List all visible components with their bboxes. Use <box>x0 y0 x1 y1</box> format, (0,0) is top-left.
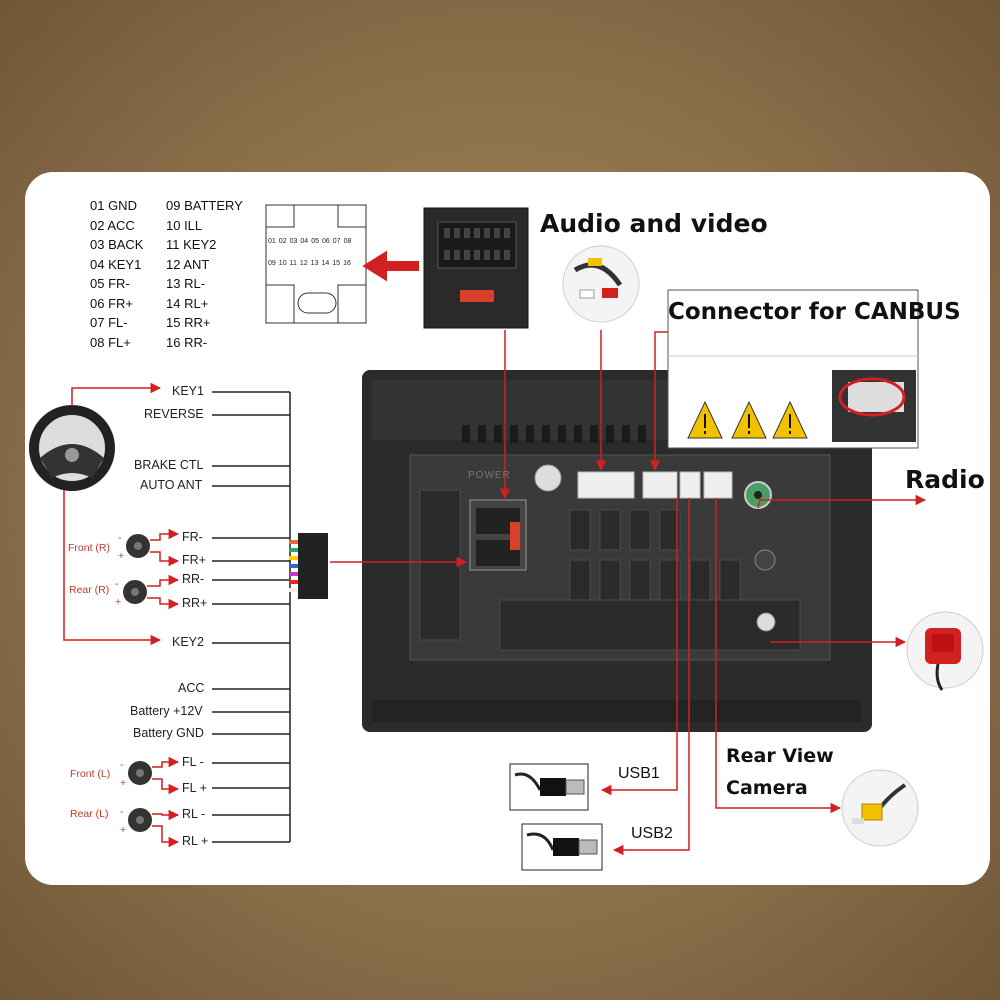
polarity-minus: - <box>120 806 124 818</box>
polarity-minus: - <box>115 578 119 590</box>
speaker-label-front-l: Front (L) <box>70 768 111 780</box>
steering-wheel-icon <box>29 405 115 491</box>
pinout-connector-drawing <box>265 204 367 324</box>
pin-number: 15 <box>332 260 341 267</box>
pin-number: 05 <box>311 238 319 245</box>
wire-label-battery-gnd: Battery GND <box>133 726 204 740</box>
polarity-minus: - <box>118 532 122 544</box>
pin-label: 12 ANT <box>166 256 210 272</box>
pin-number: 03 <box>289 238 298 245</box>
wire-label-auto-ant: AUTO ANT <box>140 478 203 492</box>
pin-number: 16 <box>343 260 351 267</box>
pin-number: 14 <box>321 260 330 267</box>
pin-label: 09 BATTERY <box>166 198 243 213</box>
gps-antenna-icon <box>906 611 984 691</box>
wire-label-fr-plus: FR+ <box>182 553 206 567</box>
pin-label: 07 FL- <box>90 315 128 330</box>
pin-label: 10 ILL <box>166 217 203 233</box>
harness-plug <box>289 533 328 599</box>
wire-label-reverse: REVERSE <box>144 407 204 421</box>
pin-label: 06 FR+ <box>90 295 133 311</box>
pin-number: 08 <box>343 238 352 245</box>
speaker-label-rear-r: Rear (R) <box>69 584 110 596</box>
callout-canbus: Connector for CANBUS <box>668 299 961 325</box>
pin-number: 02 <box>278 238 287 245</box>
pin-label: 04 KEY1 <box>90 256 142 272</box>
warning-icon <box>687 400 808 439</box>
speaker-icon <box>123 534 152 832</box>
callout-radio: Radio <box>905 465 985 494</box>
wire-label-fl-plus: FL + <box>182 781 207 795</box>
unit-power-label: POWER <box>468 470 511 481</box>
pin-number: 13 <box>310 260 319 267</box>
power-plug-photo <box>423 207 529 329</box>
pin-number: 10 <box>278 260 287 267</box>
pin-label: 16 RR- <box>166 334 208 350</box>
pin-number: 07 <box>332 238 341 245</box>
wire-label-fl-minus: FL - <box>182 755 204 769</box>
pin-number: 09 <box>268 260 276 267</box>
polarity-plus: + <box>118 550 125 562</box>
pin-label: 08 FL+ <box>90 334 131 350</box>
wire-label-rr-plus: RR+ <box>182 596 208 610</box>
pin-label: 05 FR- <box>90 276 130 291</box>
pinout-right-column: 09 BATTERY 10 ILL 11 KEY2 12 ANT 13 RL- … <box>166 196 243 352</box>
pin-label: 14 RL+ <box>166 295 209 311</box>
pin-number: 12 <box>299 260 308 267</box>
pin-label: 03 BACK <box>90 237 144 252</box>
polarity-plus: + <box>120 777 127 789</box>
polarity-plus: + <box>120 824 127 836</box>
wire-label-rl-minus: RL - <box>182 807 206 821</box>
pin-number: 01 <box>268 238 276 245</box>
pin-label: 01 GND <box>90 198 137 213</box>
polarity-plus: + <box>115 596 122 608</box>
speaker-label-rear-l: Rear (L) <box>70 808 109 820</box>
callout-rear-camera-line1: Rear View <box>726 745 834 767</box>
pin-label: 11 KEY2 <box>166 237 217 252</box>
pin-label: 13 RL- <box>166 276 206 291</box>
wire-label-key1: KEY1 <box>172 384 204 398</box>
wire-label-brake: BRAKE CTL <box>134 458 204 472</box>
wire-label-rl-plus: RL + <box>182 834 209 848</box>
callout-audio-video: Audio and video <box>540 209 768 238</box>
head-unit <box>362 370 872 732</box>
pin-label: 15 RR+ <box>166 315 211 330</box>
wire-label-acc: ACC <box>178 681 205 695</box>
pinout-left-column: 01 GND 02 ACC 03 BACK 04 KEY1 05 FR- 06 … <box>90 196 143 352</box>
pinout-arrow <box>362 250 419 282</box>
speaker-label-front-r: Front (R) <box>68 542 110 554</box>
pin-label: 02 ACC <box>90 217 135 233</box>
callout-rear-camera-line2: Camera <box>726 777 808 799</box>
pin-number: 06 <box>321 238 330 245</box>
pin-number: 04 <box>300 238 309 245</box>
rca-plug-icon <box>562 245 640 323</box>
callout-usb2: USB2 <box>631 825 673 842</box>
wire-label-key2: KEY2 <box>172 635 204 649</box>
callout-usb1: USB1 <box>618 765 660 782</box>
pin-number: 11 <box>289 260 297 267</box>
wire-bus <box>212 391 291 843</box>
wire-label-rr-minus: RR- <box>182 572 205 586</box>
antenna-plug-icon <box>841 769 919 847</box>
usb-cable-icon <box>509 763 603 871</box>
wire-label-battery: Battery +12V <box>130 704 203 718</box>
wire-label-fr-minus: FR- <box>182 530 203 544</box>
polarity-minus: - <box>120 759 124 771</box>
